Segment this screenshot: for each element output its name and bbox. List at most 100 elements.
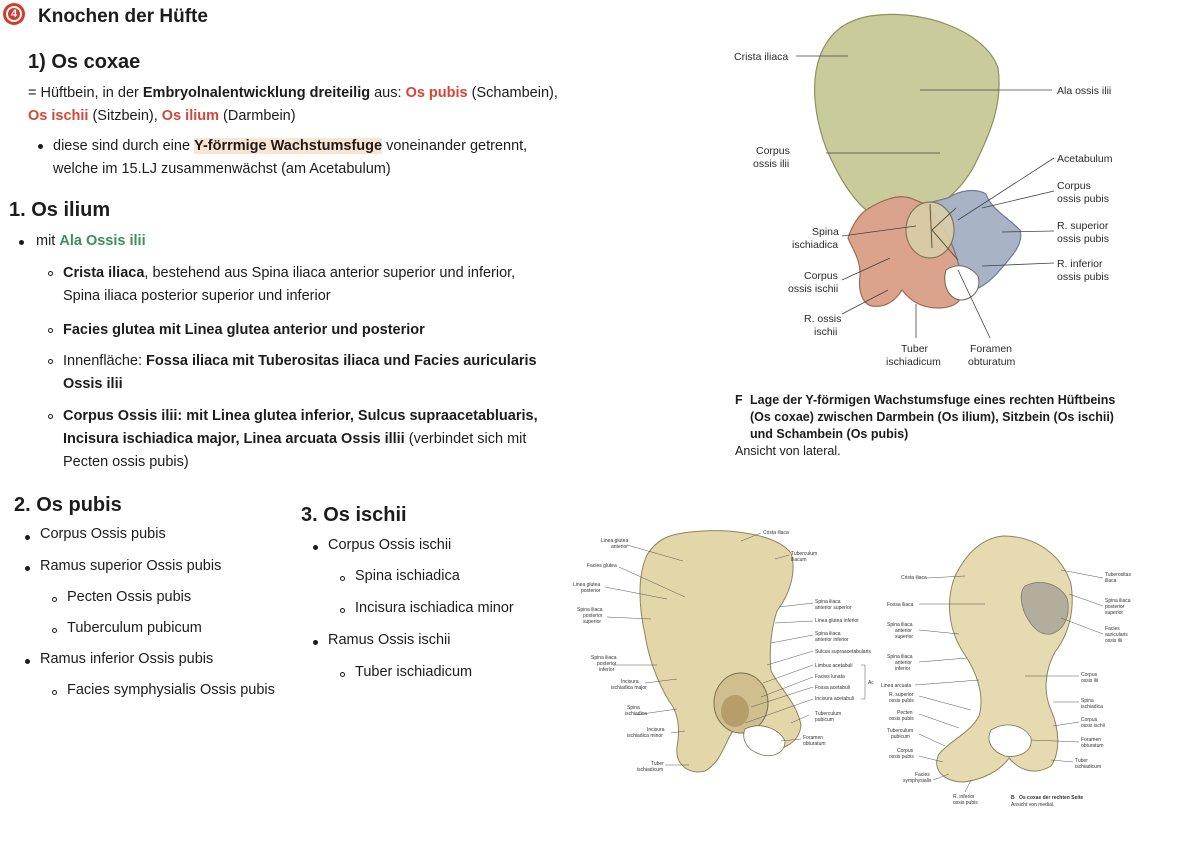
os-ilium-sub-corpus: Corpus Ossis ilii: mit Linea glutea infe… (63, 408, 538, 470)
lbl-facies-aur-3: ossis ilii (1105, 638, 1122, 644)
bullet-circle (340, 576, 345, 581)
os-ischii-subitem: Spina ischiadica (355, 568, 460, 584)
lbl-siai-2: anterior inferior (815, 637, 849, 643)
lbl-corpus-pubis-2: ossis pubis (889, 754, 914, 760)
bullet-circle (340, 672, 345, 677)
lbl-sips-2: posterior (1105, 604, 1125, 610)
lbl-linea-arcuata: Linea arcuata (881, 683, 912, 689)
caption-view-b: Ansicht von medial. (1011, 802, 1054, 808)
lbl-tuber-2: ischiadicum (637, 767, 663, 773)
bullet-dot (313, 640, 318, 645)
lbl-sip-sup: Spina iliaca (577, 607, 603, 613)
lbl-r-superior-2: ossis pubis (889, 698, 914, 704)
lbl-corpus-pubis: Corpus (897, 748, 914, 754)
lbl-sip-inf-3: inferior (599, 667, 615, 673)
ilium-region (814, 13, 1000, 211)
medial-facies-auricularis (1020, 582, 1069, 635)
bullet-dot (25, 659, 30, 664)
label-corpus-ischii: Corpus (804, 270, 838, 282)
lbl-pecten-2: ossis pubis (889, 716, 914, 722)
label-ala-ossis-ilii: Ala ossis ilii (1057, 85, 1111, 97)
lbl-r-superior: R. superior (889, 692, 914, 698)
lateral-labels-left: Linea glutea anterior Facies glutea Line… (573, 538, 665, 773)
lbl-facies-aur-2: auricularis (1105, 632, 1128, 638)
lbl-corpus-ilii-2: ossis ilii (1081, 678, 1098, 684)
lbl-linea-glutea-post-2: posterior (581, 588, 601, 594)
lbl-foramen-2: obturatum (1081, 743, 1104, 749)
lbl-r-inferior: R. inferior (953, 794, 975, 800)
lbl-linea-glutea-ant: Linea glutea (601, 538, 628, 544)
lbl-ac: Ac (868, 680, 874, 686)
os-coxae-bullet: diese sind durch eine Y-förrmige Wachstu… (53, 138, 528, 177)
label-tuber-ischiadicum: Tuber (901, 343, 929, 355)
lbl-tuberositas: Tuberositas (1105, 572, 1131, 578)
medial-labels-right: Tuberositas iliaca Spina iliaca posterio… (1075, 572, 1131, 770)
lbl-sulcus: Sulcus supraacetabularis (815, 649, 871, 655)
os-ischii-subitem: Incisura ischiadica minor (355, 600, 514, 616)
label-crista-iliaca: Crista iliaca (734, 51, 788, 63)
foramen-obturatum (944, 265, 980, 301)
bullet-dot (25, 535, 30, 540)
lbl-facies-symph: Facies (915, 772, 930, 778)
lbl-siai-3: inferior (895, 666, 911, 672)
lbl-tuberculum-2: pubicum (891, 734, 910, 740)
lbl-spina-ischiadica: Spina (627, 705, 640, 711)
caption-line: und Schambein (Os pubis) (750, 427, 909, 441)
os-ischii-subitem: Tuber ischiadicum (355, 664, 473, 680)
label-r-inferior-2: ossis pubis (1057, 271, 1109, 283)
lbl-facies-aur: Facies (1105, 626, 1120, 632)
lbl-foramen: Foramen (1081, 737, 1101, 743)
lbl-sips: Spina iliaca (1105, 598, 1131, 604)
os-pubis-subitem: Tuberculum pubicum (67, 620, 202, 636)
lbl-corpus-ischii: Corpus (1081, 717, 1098, 723)
lbl-linea-glutea-inf: Linea glutea inferior (815, 618, 859, 624)
figure-os-coxae-medial: Crista iliaca Fossa iliaca Spina iliaca … (881, 535, 1131, 808)
bullet-circle (52, 628, 57, 633)
lbl-incisura-major: Incisura (621, 679, 639, 685)
bullet-dot (38, 144, 43, 149)
bullet-circle (52, 690, 57, 695)
acetabulum-socket (905, 201, 955, 259)
label-tuber-ischiadicum-2: ischiadicum (886, 356, 941, 368)
lbl-linea-glutea-post: Linea glutea (573, 582, 600, 588)
y-growth-plate (929, 203, 959, 261)
lbl-incisura-acetabuli: Incisura acetabuli (815, 696, 854, 702)
figure-f-caption: F Lage der Y-förmigen Wachstumsfuge eine… (735, 392, 1155, 460)
os-coxae-intro: = Hüftbein, in der Embryolnalentwicklung… (28, 85, 558, 124)
lbl-incisura-major-2: ischiadica major (611, 685, 647, 691)
lbl-sip-sup-3: superior (583, 619, 601, 625)
label-spina-ischiadica: Spina (812, 226, 839, 238)
lbl-tuber: Tuber (1075, 758, 1088, 764)
medial-caption: B Os coxae der rechten Seite Ansicht von… (1011, 795, 1083, 808)
lbl-siai: Spina iliaca (887, 654, 913, 660)
lbl-tuber-2: ischiadicum (1075, 764, 1101, 770)
os-pubis-item: Ramus superior Ossis pubis (40, 558, 222, 574)
bullet-dot (313, 545, 318, 550)
lbl-facies-lunata: Facies lunata (815, 674, 845, 680)
medial-labels-left: Crista iliaca Fossa iliaca Spina iliaca … (881, 575, 978, 806)
label-r-superior: R. superior (1057, 220, 1109, 232)
os-ilium-sub-innen: Innenfläche: Fossa iliaca mit Tuberosita… (63, 353, 537, 392)
lbl-siai-2: anterior (895, 660, 912, 666)
lbl-sias-2: anterior (895, 628, 912, 634)
bullet-circle (48, 328, 53, 333)
lbl-tuberculum-pubicum: Tuberculum (815, 711, 841, 717)
lbl-fossa-iliaca: Fossa iliaca (887, 602, 914, 608)
lbl-tuberculum: Tuberculum (887, 728, 913, 734)
lbl-sias-2: anterior superior (815, 605, 852, 611)
bullet-circle (52, 597, 57, 602)
lbl-siai: Spina iliaca (815, 631, 841, 637)
medial-leader-lines (914, 569, 1104, 793)
os-ilium-item-ala: mit Ala Ossis ilii (36, 233, 146, 249)
medial-foramen (988, 724, 1032, 757)
lbl-spina-2: ischiadica (1081, 704, 1103, 710)
label-r-ossis-ischii-2: ischii (814, 326, 837, 338)
label-foramen-obturatum: Foramen (970, 343, 1012, 355)
lbl-pecten: Pecten (897, 710, 913, 716)
figure-os-coxae-lateral: Linea glutea anterior Facies glutea Line… (573, 530, 874, 773)
leader-lines (796, 55, 1055, 339)
section-heading-os-coxae: 1) Os coxae (28, 51, 141, 73)
section-heading-os-ilium: 1. Os ilium (9, 199, 111, 221)
bullet-dot (25, 566, 30, 571)
lbl-tuber: Tuber (651, 761, 664, 767)
